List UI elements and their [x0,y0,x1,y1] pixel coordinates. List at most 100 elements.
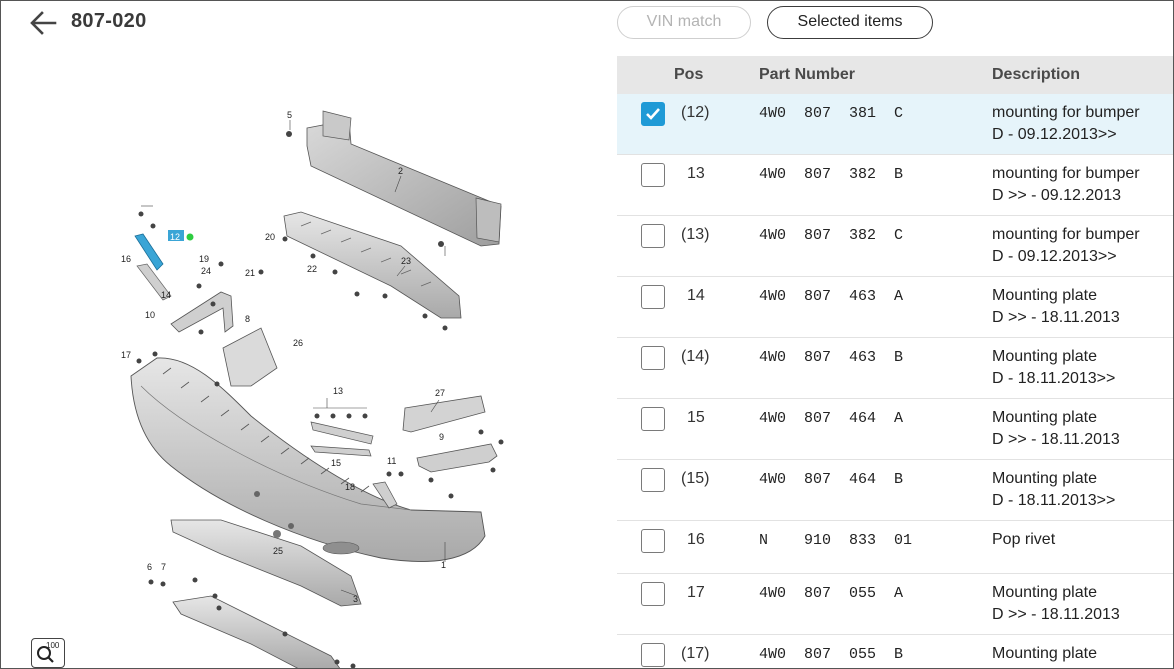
cell-pos: 13 [687,165,705,182]
row-checkbox[interactable] [641,529,665,553]
cell-pos: (15) [681,470,710,487]
table-row[interactable]: 13 4W0 807 382 B mounting for bumper D >> -… [617,155,1173,216]
cell-pos: (17) [681,645,710,662]
guide-bracket-8[interactable] [170,291,234,333]
row-checkbox[interactable] [641,582,665,606]
fasteners [136,131,504,668]
row-checkbox[interactable] [641,224,665,248]
callout-12: 12 [170,232,180,242]
vin-match-button[interactable]: VIN match [617,6,751,39]
table-header: Pos Part Number Description [617,56,1173,94]
table-row[interactable]: (17) 4W0 807 055 B Mounting plate [617,635,1173,668]
zoom-button[interactable]: 100 [31,638,65,668]
cell-pos: 16 [687,531,705,548]
callout-8: 8 [245,314,250,324]
cell-description: Mounting plate D >> - 18.11.2013 [992,407,1167,451]
cell-part-number: 4W0 807 055 A [759,585,904,602]
cell-description: mounting for bumper D - 09.12.2013>> [992,102,1167,146]
lower-trim[interactable] [172,595,341,669]
description-line-1: Mounting plate [992,645,1097,662]
mounting-plate-14[interactable] [136,263,172,301]
cell-part-number: 4W0 807 055 B [759,646,904,663]
cell-description: Mounting plate D - 18.11.2013>> [992,468,1167,512]
description-line-1: mounting for bumper [992,165,1140,182]
cover-26[interactable] [222,327,278,387]
header-description: Description [992,66,1081,83]
bumper-cover-1[interactable] [130,357,486,562]
parts-table: Pos Part Number Description (12)4W0 807 … [617,56,1173,668]
lower-spoiler-3[interactable] [170,519,362,607]
callout-17: 17 [121,350,131,360]
description-line-1: mounting for bumper [992,226,1140,243]
header-pos: Pos [674,66,704,83]
cell-description: Pop rivet [992,529,1167,551]
description-line-1: Mounting plate [992,470,1097,487]
cell-part-number: 4W0 807 464 B [759,471,904,488]
bracket-18[interactable] [372,481,398,509]
callout-1: 1 [441,560,446,570]
magnifier-icon [37,646,54,663]
cell-description: mounting for bumper D >> - 09.12.2013 [992,163,1167,207]
mounting-plate-13[interactable] [310,421,374,445]
parts-diagram[interactable]: 5 2 12 16 19 24 20 21 22 23 8 10 26 17 1… [101,96,541,669]
bracket-9[interactable] [416,443,498,473]
description-line-1: Mounting plate [992,409,1097,426]
selected-items-button[interactable]: Selected items [767,6,933,39]
callout-25: 25 [273,546,283,556]
reinforcement-beam[interactable] [306,110,502,247]
mounting-plate-15[interactable] [310,445,372,457]
row-checkbox[interactable] [641,407,665,431]
callout-3: 3 [353,594,358,604]
row-checkbox[interactable] [641,285,665,309]
cell-part-number: N 910 833 01 [759,532,913,549]
cell-part-number: 4W0 807 381 C [759,105,904,122]
cell-pos: 17 [687,584,705,601]
description-line-1: Mounting plate [992,287,1097,304]
bracket-12-highlighted[interactable] [134,230,194,271]
back-arrow-icon[interactable] [27,8,59,38]
callout-21: 21 [245,268,255,278]
leader-lines [141,120,446,597]
row-checkbox[interactable] [641,102,665,126]
table-row[interactable]: 16 N 910 833 01 Pop rivet [617,521,1173,574]
row-checkbox[interactable] [641,468,665,492]
header-part-number: Part Number [759,66,856,83]
description-line-2: D >> - 18.11.2013 [992,431,1120,448]
trim-27[interactable] [402,395,486,433]
description-line-2: D >> - 09.12.2013 [992,187,1121,204]
row-checkbox[interactable] [641,163,665,187]
cell-part-number: 4W0 807 382 C [759,227,904,244]
energy-absorber[interactable] [283,211,462,319]
callout-11: 11 [387,456,396,466]
table-row[interactable]: (15) 4W0 807 464 B Mounting plate D - 18.11… [617,460,1173,521]
description-line-1: mounting for bumper [992,104,1140,121]
callout-18: 18 [345,482,355,492]
callout-27: 27 [435,388,445,398]
callout-26: 26 [293,338,303,348]
callout-23: 23 [401,256,411,266]
callout-22: 22 [307,264,317,274]
row-checkbox[interactable] [641,346,665,370]
cell-pos: (13) [681,226,710,243]
callout-14: 14 [161,290,171,300]
description-line-1: Mounting plate [992,584,1097,601]
callout-20: 20 [265,232,275,242]
cell-part-number: 4W0 807 382 B [759,166,904,183]
description-line-2: D - 09.12.2013>> [992,126,1117,143]
row-checkbox[interactable] [641,643,665,667]
callout-19: 19 [199,254,209,264]
page-title: 807-020 [71,10,147,32]
callout-16: 16 [121,254,131,264]
description-line-2: D - 18.11.2013>> [992,370,1116,387]
description-line-2: D - 18.11.2013>> [992,492,1116,509]
